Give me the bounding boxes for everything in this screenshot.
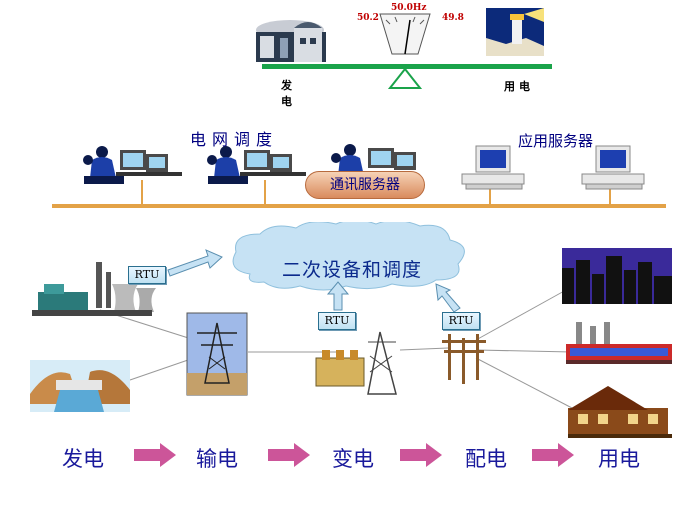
frequency-dial — [379, 13, 431, 55]
rtu-box-generation: RTU — [128, 266, 166, 284]
stage-arrow — [532, 443, 574, 467]
operator-workstation-icon — [207, 146, 306, 184]
consumption-balance-label: 用电 — [504, 80, 534, 93]
right-frequency-label: 49.8 — [442, 13, 464, 23]
stage-label-distribution: 配电 — [465, 447, 507, 471]
consumer-icon — [486, 8, 544, 56]
substation-icon — [315, 331, 397, 395]
comm-server-badge: 通讯服务器 — [305, 171, 425, 199]
transmission-tower-icon — [186, 312, 248, 396]
stage-label-substation: 变电 — [332, 447, 374, 471]
stage-arrow — [400, 443, 442, 467]
rtu-box-substation: RTU — [318, 312, 356, 330]
operator-workstation-icon — [83, 146, 182, 184]
app-server-label: 应用服务器 — [518, 132, 594, 150]
network-bus — [52, 204, 666, 208]
stage-arrow — [134, 443, 176, 467]
balance-scale-graphic — [256, 8, 552, 89]
distribution-pole-icon — [442, 334, 486, 384]
generation-balance-label: 发电 — [281, 79, 292, 108]
stage-arrow — [268, 443, 310, 467]
server-computer-icon — [581, 145, 645, 190]
house-icon — [568, 386, 672, 438]
city-skyline-icon — [562, 248, 672, 304]
power-plant-icon — [256, 20, 326, 62]
cloud-label: 二次设备和调度 — [282, 259, 423, 281]
balance-beam — [262, 64, 552, 69]
balance-fulcrum — [387, 67, 423, 89]
cloud-shape — [232, 222, 465, 291]
rtu-box-distribution: RTU — [442, 312, 480, 330]
dispatch-label: 电网调度 — [190, 130, 279, 149]
factory-icon — [566, 322, 672, 364]
power-plant-icon — [32, 262, 156, 316]
hydro-dam-icon — [30, 360, 130, 412]
stage-label-consumption: 用电 — [598, 447, 640, 471]
dial-needle — [404, 19, 411, 55]
stage-label-transmission: 输电 — [196, 447, 238, 471]
server-computer-icon — [461, 145, 525, 190]
left-frequency-label: 50.2 — [357, 13, 379, 23]
center-frequency-label: 50.0Hz — [391, 3, 427, 13]
stage-label-generation: 发电 — [62, 447, 104, 471]
